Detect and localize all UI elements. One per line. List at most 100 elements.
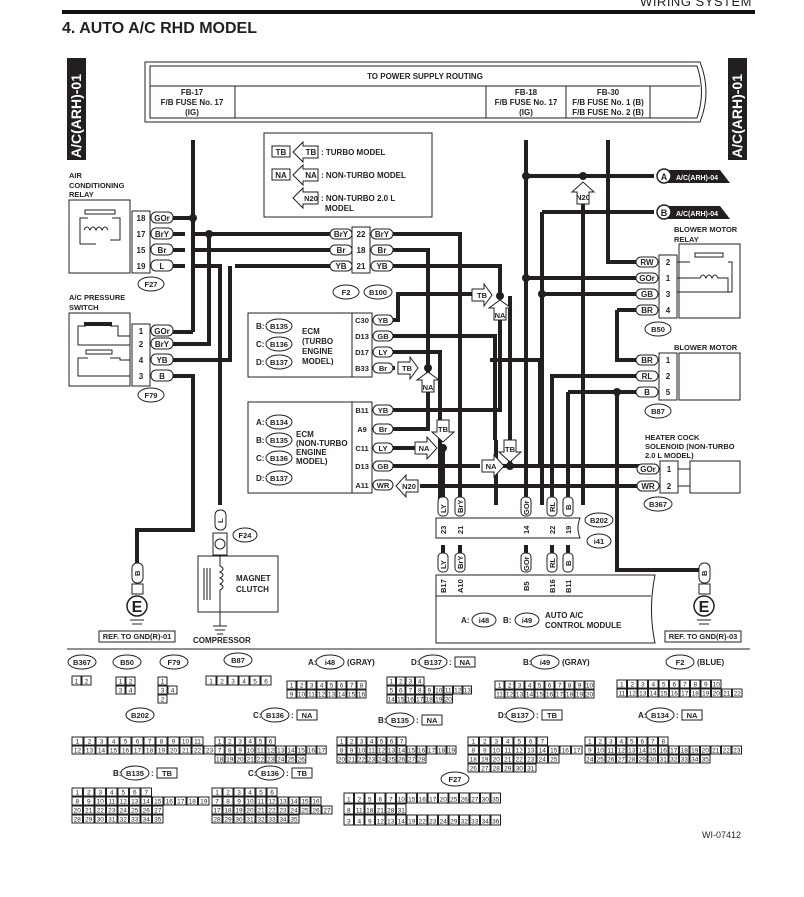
ecm-name: ENGINE — [296, 448, 327, 457]
wire-color-label: LY — [379, 348, 388, 357]
connector-id[interactable]: B134 — [651, 711, 670, 720]
connector-id-b367[interactable]: B367 — [649, 500, 667, 509]
blower-motor-pin: 5 — [666, 388, 671, 397]
pin-number: 33 — [268, 817, 276, 824]
connector-pin: 18 — [467, 754, 479, 764]
pin-number: 2 — [85, 679, 89, 686]
connector-pin: 13 — [626, 745, 637, 755]
connector-pin: 14 — [140, 796, 152, 806]
wire-color-label: LY — [439, 504, 448, 513]
ecm-pin: A9 — [357, 425, 367, 434]
connector-id-i48[interactable]: i48 — [479, 616, 489, 625]
connector-id-f27[interactable]: F27 — [145, 280, 158, 289]
connector-id-f79[interactable]: F79 — [145, 391, 158, 400]
connector-id-b135[interactable]: B135 — [270, 436, 288, 445]
side-tab-right[interactable]: A/C(ARH)-01 — [728, 58, 747, 160]
connector-id[interactable]: F27 — [449, 775, 462, 784]
connector-id-b135[interactable]: B135 — [270, 322, 288, 331]
connector-pin: 14 — [396, 814, 407, 826]
connector-pin: 19 — [434, 694, 444, 704]
pin-number: 22 — [734, 691, 742, 698]
connector-id-f2[interactable]: F2 — [342, 288, 351, 297]
connector-pin: 12 — [627, 688, 638, 698]
connector-id-b100[interactable]: B100 — [369, 288, 387, 297]
connector-id[interactable]: B137 — [424, 658, 442, 667]
pin-number: 29 — [450, 819, 458, 826]
model-tag-box — [454, 656, 476, 668]
connector-pin: 1 — [286, 680, 297, 690]
pin-number: 10 — [247, 748, 255, 755]
connector-pin: 31 — [244, 814, 256, 824]
connector-pin: 12 — [375, 814, 386, 826]
pin-number: 26 — [298, 757, 306, 764]
pin-number: 22 — [419, 819, 427, 826]
connector-pin: 13 — [514, 689, 525, 699]
pin-number: 7 — [144, 790, 148, 797]
ac-relay-pin: 15 — [137, 246, 146, 255]
pin-number: 28 — [628, 757, 636, 764]
connector-id[interactable]: B50 — [120, 658, 134, 667]
pin-number: 15 — [408, 748, 416, 755]
connector-pin: 1 — [71, 787, 83, 797]
pin-number: 3 — [494, 739, 498, 746]
connector-id-b50[interactable]: B50 — [651, 325, 665, 334]
connector-id[interactable]: B136 — [261, 769, 279, 778]
connector-id[interactable]: B202 — [131, 711, 149, 720]
connector-pin: 10 — [179, 736, 192, 746]
pin-number: 23 — [108, 808, 116, 815]
connector-id-b136[interactable]: B136 — [270, 340, 288, 349]
module-pin: A10 — [456, 579, 465, 593]
connector-id[interactable]: B87 — [231, 656, 245, 665]
connector-id[interactable]: i49 — [540, 658, 550, 667]
power-supply-box: TO POWER SUPPLY ROUTING FB-17 F/B FUSE N… — [144, 61, 707, 123]
pin-number: 32 — [120, 817, 128, 824]
wire-color-label: YB — [378, 316, 389, 325]
pin-number: 2 — [220, 679, 224, 686]
connector-id-f24[interactable]: F24 — [239, 531, 253, 540]
ref-b[interactable]: B A/C(ARH)-04 — [656, 204, 730, 220]
ref-a[interactable]: A A/C(ARH)-04 — [656, 168, 730, 184]
connector-id-b134[interactable]: B134 — [270, 418, 289, 427]
ground-ref-right[interactable]: REF. TO GND(R)-03 — [669, 632, 738, 641]
pin-number: 11 — [257, 748, 264, 755]
connector-id-b137[interactable]: B137 — [270, 474, 288, 483]
connector-pin: 35 — [700, 754, 711, 764]
connector-id-b87[interactable]: B87 — [651, 407, 665, 416]
pin-number: 20 — [170, 748, 178, 755]
side-tab-left[interactable]: A/C(ARH)-01 — [67, 58, 86, 160]
connector-pin: 6 — [266, 787, 278, 797]
connector-id-i41[interactable]: i41 — [594, 537, 604, 546]
connector-id-b202[interactable]: B202 — [590, 516, 608, 525]
connector-id[interactable]: B135 — [126, 769, 144, 778]
connector-id[interactable]: F79 — [168, 658, 181, 667]
ground-ref-left[interactable]: REF. TO GND(R)-01 — [103, 632, 172, 641]
wire-color-label: B — [564, 504, 573, 510]
connector-id[interactable]: B367 — [73, 658, 91, 667]
connector-pin: 10 — [356, 745, 367, 755]
connector-id[interactable]: B137 — [511, 711, 529, 720]
connector-prefix: A: — [638, 711, 646, 720]
connector-pin: 20 — [490, 754, 502, 764]
pin-number: 22 — [516, 757, 524, 764]
connector-id[interactable]: B135 — [391, 716, 409, 725]
connector-pin: 18 — [143, 745, 156, 755]
connector-pin: 8 — [343, 803, 354, 815]
connector-pin: 22 — [356, 754, 367, 764]
wire-color-label: LY — [439, 560, 448, 569]
connector-id-i49[interactable]: i49 — [522, 616, 532, 625]
pin-number: 1 — [119, 679, 123, 686]
connector-pin: 15 — [107, 745, 120, 755]
connector-pin: 31 — [658, 754, 669, 764]
connector-pin: 26 — [605, 754, 616, 764]
connector-id[interactable]: i48 — [325, 658, 335, 667]
pin-number: 8 — [160, 739, 164, 746]
connector-id[interactable]: F2 — [676, 658, 685, 667]
connector-id[interactable]: B136 — [266, 711, 284, 720]
connector-pin: 15 — [346, 689, 357, 699]
connector-pin: 34 — [140, 814, 152, 824]
connector-id-b136[interactable]: B136 — [270, 454, 288, 463]
connector-pin: 4 — [238, 675, 250, 686]
connector-id-b137[interactable]: B137 — [270, 358, 288, 367]
